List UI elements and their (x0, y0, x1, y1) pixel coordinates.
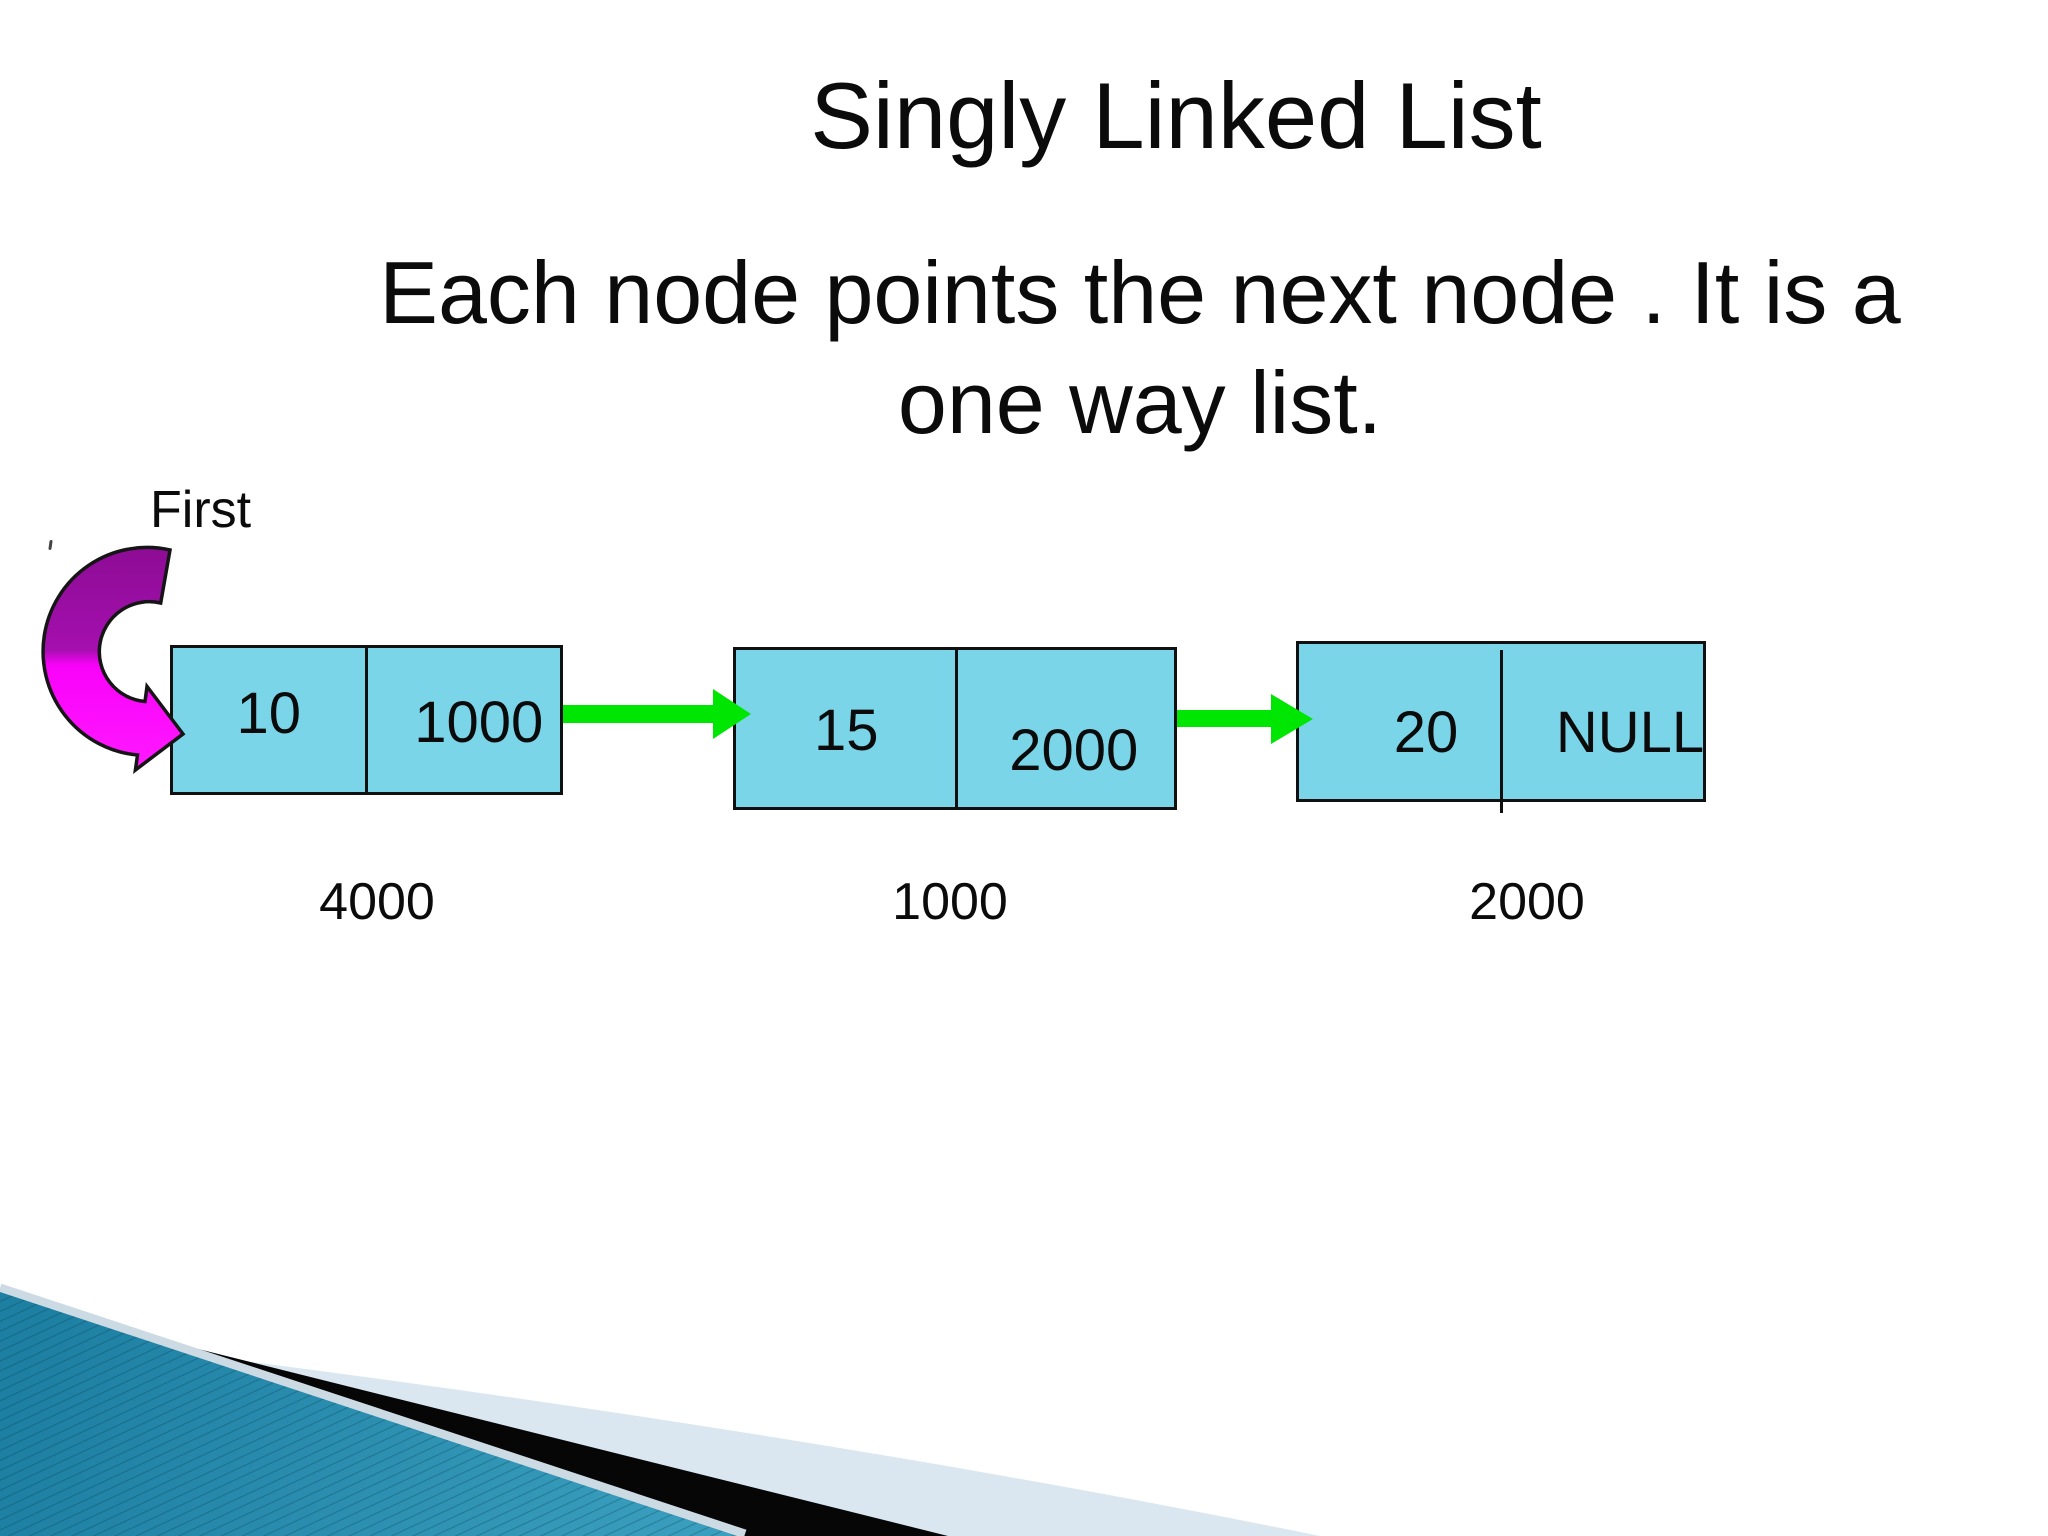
node-2-value: 15 (813, 698, 879, 763)
teal-wedge (0, 1292, 737, 1536)
list-node-2: 15 2000 (733, 647, 1177, 810)
black-stripe (146, 1336, 948, 1536)
node-3-next-cell: NULL (1503, 644, 1705, 799)
next-arrow-2-icon (1177, 694, 1313, 744)
node-1-value: 10 (236, 680, 301, 746)
node-1-next-pointer: 1000 (414, 689, 544, 755)
slide-subtitle: Each node points the next node . It is a… (0, 238, 2048, 458)
subtitle-line-2: one way list. (897, 353, 1383, 452)
first-pointer-label: First (150, 481, 252, 539)
node-3-data-cell: 20 (1299, 644, 1503, 799)
node-3-value: 20 (1393, 700, 1459, 765)
node-1-address: 4000 (319, 873, 435, 931)
wedge-highlight-line (0, 1283, 747, 1536)
node-3-next-pointer: NULL (1555, 700, 1705, 765)
node-3-divider-line (1500, 650, 1503, 813)
subtitle-line-1: Each node points the next node . It is a (379, 243, 1901, 342)
page-title: Singly Linked List (810, 63, 1542, 168)
node-3-address: 2000 (1469, 873, 1585, 931)
list-node-1: 10 1000 (170, 645, 563, 795)
node-2-address: 1000 (892, 873, 1008, 931)
teal-wedge-hatch (0, 1292, 737, 1536)
node-2-next-pointer: 2000 (1009, 718, 1139, 783)
node-2-data-cell: 15 (736, 650, 958, 807)
curved-first-arrow-icon (41, 545, 186, 774)
node-1-data-cell: 10 (173, 648, 368, 792)
node-1-next-cell: 1000 (368, 648, 561, 792)
next-arrow-1-icon (563, 689, 751, 739)
node-2-next-cell: 2000 (958, 650, 1175, 807)
stray-mark (48, 539, 53, 551)
pale-wedge (0, 1349, 1320, 1536)
